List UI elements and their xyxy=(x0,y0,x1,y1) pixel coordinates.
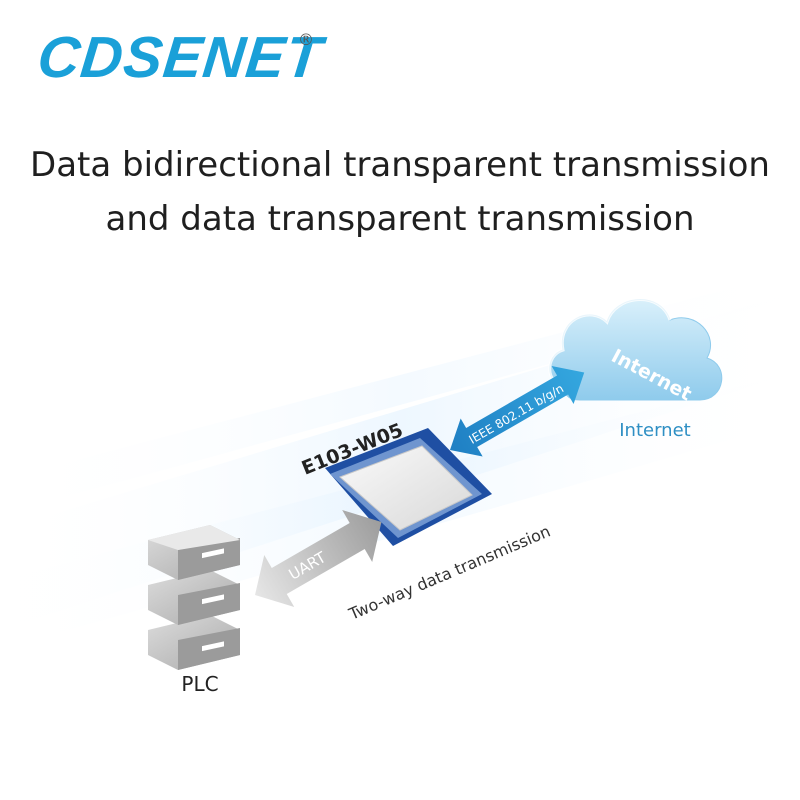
brand-name: CDSENET xyxy=(34,25,326,90)
page-headline: Data bidirectional transparent transmiss… xyxy=(0,138,800,246)
registered-mark: ® xyxy=(298,30,314,49)
plc-label: PLC xyxy=(181,672,219,696)
headline-line-2: and data transparent transmission xyxy=(105,199,695,239)
internet-label: Internet xyxy=(619,420,691,441)
headline-line-1: Data bidirectional transparent transmiss… xyxy=(30,145,770,185)
server-stack-icon xyxy=(148,525,240,670)
transmission-diagram: Internet IEEE 802.11 b/g/n E103-W05 Two-… xyxy=(0,270,800,670)
wifi-module-icon: E103-W05 xyxy=(299,419,492,546)
brand-logo: CDSENET ® xyxy=(34,25,326,90)
cloud-icon: Internet xyxy=(548,298,723,405)
